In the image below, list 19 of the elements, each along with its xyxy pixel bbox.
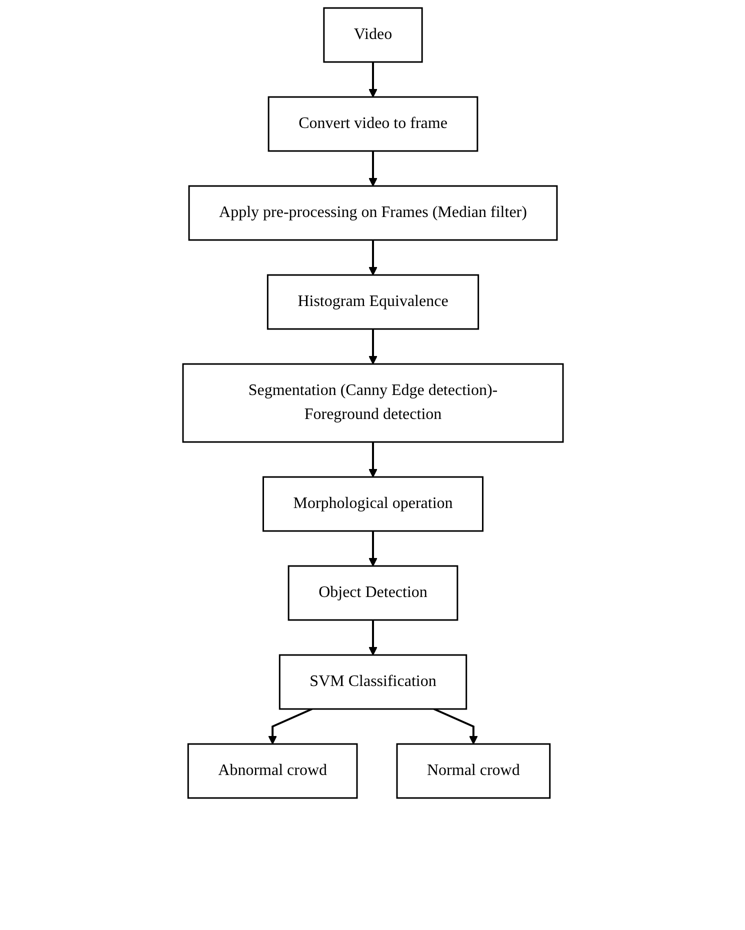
node-box: Convert video to frame (267, 96, 478, 152)
arrow (433, 708, 478, 744)
node-box: Segmentation (Canny Edge detection)-Foreground detection (182, 363, 564, 443)
arrow (368, 442, 377, 478)
arrow (368, 531, 377, 566)
node-box: Abnormal crowd (186, 743, 358, 799)
node-box: SVM Classification (278, 654, 467, 710)
arrow (268, 708, 312, 744)
arrow (368, 620, 377, 656)
node-box: Apply pre-processing on Frames (Median filter) (188, 185, 558, 241)
arrow (368, 240, 377, 276)
arrow (368, 151, 377, 186)
node-box: Object Detection (287, 565, 458, 621)
node-box: Normal crowd (396, 743, 550, 799)
arrow (368, 329, 377, 364)
node-box: Morphological operation (262, 476, 483, 532)
node-box: Video (322, 7, 422, 63)
arrow (368, 62, 377, 98)
node-box: Histogram Equivalence (266, 274, 479, 330)
